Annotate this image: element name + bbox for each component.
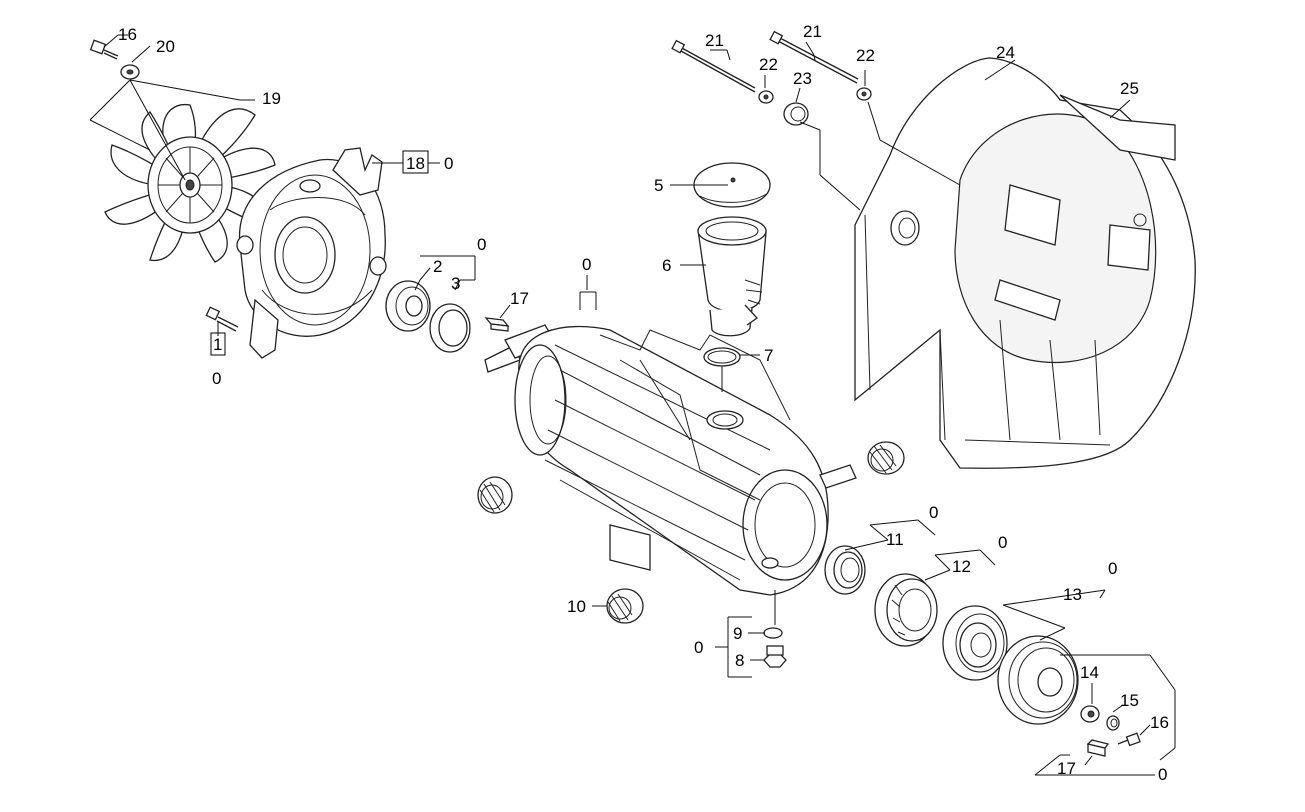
label-9: 9: [733, 624, 742, 643]
label-6: 6: [662, 256, 671, 275]
label-housing-group: 0: [582, 255, 591, 274]
label-3: 3: [451, 274, 460, 293]
label-7: 7: [764, 346, 773, 365]
label-2-3-group: 0: [477, 235, 486, 254]
label-23: 23: [793, 69, 812, 88]
roller-10: [606, 588, 644, 624]
washer-20: [120, 64, 140, 80]
label-11: 11: [886, 530, 904, 549]
part-labels: 16 20 19 18 0 1 0 0 2 3 17 0 5 6 7 21 22…: [118, 22, 1169, 784]
label-21-right: 21: [803, 22, 822, 41]
label-20: 20: [156, 37, 175, 56]
label-19: 19: [262, 89, 281, 108]
label-25: 25: [1120, 79, 1139, 98]
hub-13: [942, 605, 1008, 681]
label-21-left: 21: [705, 31, 724, 50]
label-12: 12: [952, 557, 971, 576]
spring-washer-15: [1106, 715, 1120, 731]
screw-16-bottom: [1117, 732, 1141, 747]
drain-plug-8: [763, 645, 787, 668]
screw-16-top: [89, 39, 119, 60]
label-17-top: 17: [510, 289, 529, 308]
box-1: [210, 332, 226, 356]
fan-housing-bracket: [236, 147, 387, 359]
label-18-group: 0: [444, 154, 453, 173]
label-24: 24: [996, 43, 1015, 62]
grommet-23: [783, 102, 809, 126]
label-1-group: 0: [212, 369, 221, 388]
label-13: 13: [1063, 585, 1082, 604]
bearing-12: [874, 573, 938, 647]
bolt-21-right: [769, 30, 859, 84]
label-22-left: 22: [759, 55, 778, 74]
container-6: [697, 216, 767, 337]
key-17-bottom: [1086, 739, 1110, 757]
washer-14: [1080, 705, 1100, 723]
needle-bearing-right: [867, 441, 905, 475]
label-14-17-group: 0: [1158, 765, 1167, 784]
pulley: [997, 635, 1079, 725]
fan-wheel: [104, 104, 276, 263]
belt-cover-24: [854, 57, 1196, 469]
label-8: 8: [735, 651, 744, 670]
cap-5: [693, 162, 771, 208]
seal-11: [824, 545, 866, 595]
label-16-bottom: 16: [1150, 713, 1169, 732]
label-16-top: 16: [118, 25, 137, 44]
label-5: 5: [654, 176, 663, 195]
screw-1: [205, 306, 239, 332]
label-2: 2: [433, 257, 442, 276]
label-22-right: 22: [856, 46, 875, 65]
main-housing: [514, 325, 857, 596]
label-8-9-group: 0: [694, 638, 703, 657]
o-ring-9: [763, 627, 783, 639]
label-17-bottom: 17: [1057, 759, 1076, 778]
washer-22-left: [758, 90, 774, 104]
label-1: 1: [213, 335, 222, 354]
ring-3: [429, 303, 471, 353]
label-14: 14: [1080, 663, 1099, 682]
key-17-top: [484, 317, 510, 332]
label-13-group: 0: [1108, 559, 1117, 578]
washer-22-right: [856, 87, 872, 101]
label-15: 15: [1120, 691, 1139, 710]
label-12-group: 0: [998, 533, 1007, 552]
label-10: 10: [567, 597, 586, 616]
leader-lines: [89, 34, 1176, 776]
box-18: [402, 150, 429, 174]
bearing-2: [385, 280, 431, 332]
label-18: 18: [406, 154, 425, 173]
needle-bearing-left: [477, 476, 513, 514]
o-ring-7: [703, 347, 741, 367]
bolt-21-left: [671, 39, 756, 93]
label-11-group: 0: [929, 503, 938, 522]
